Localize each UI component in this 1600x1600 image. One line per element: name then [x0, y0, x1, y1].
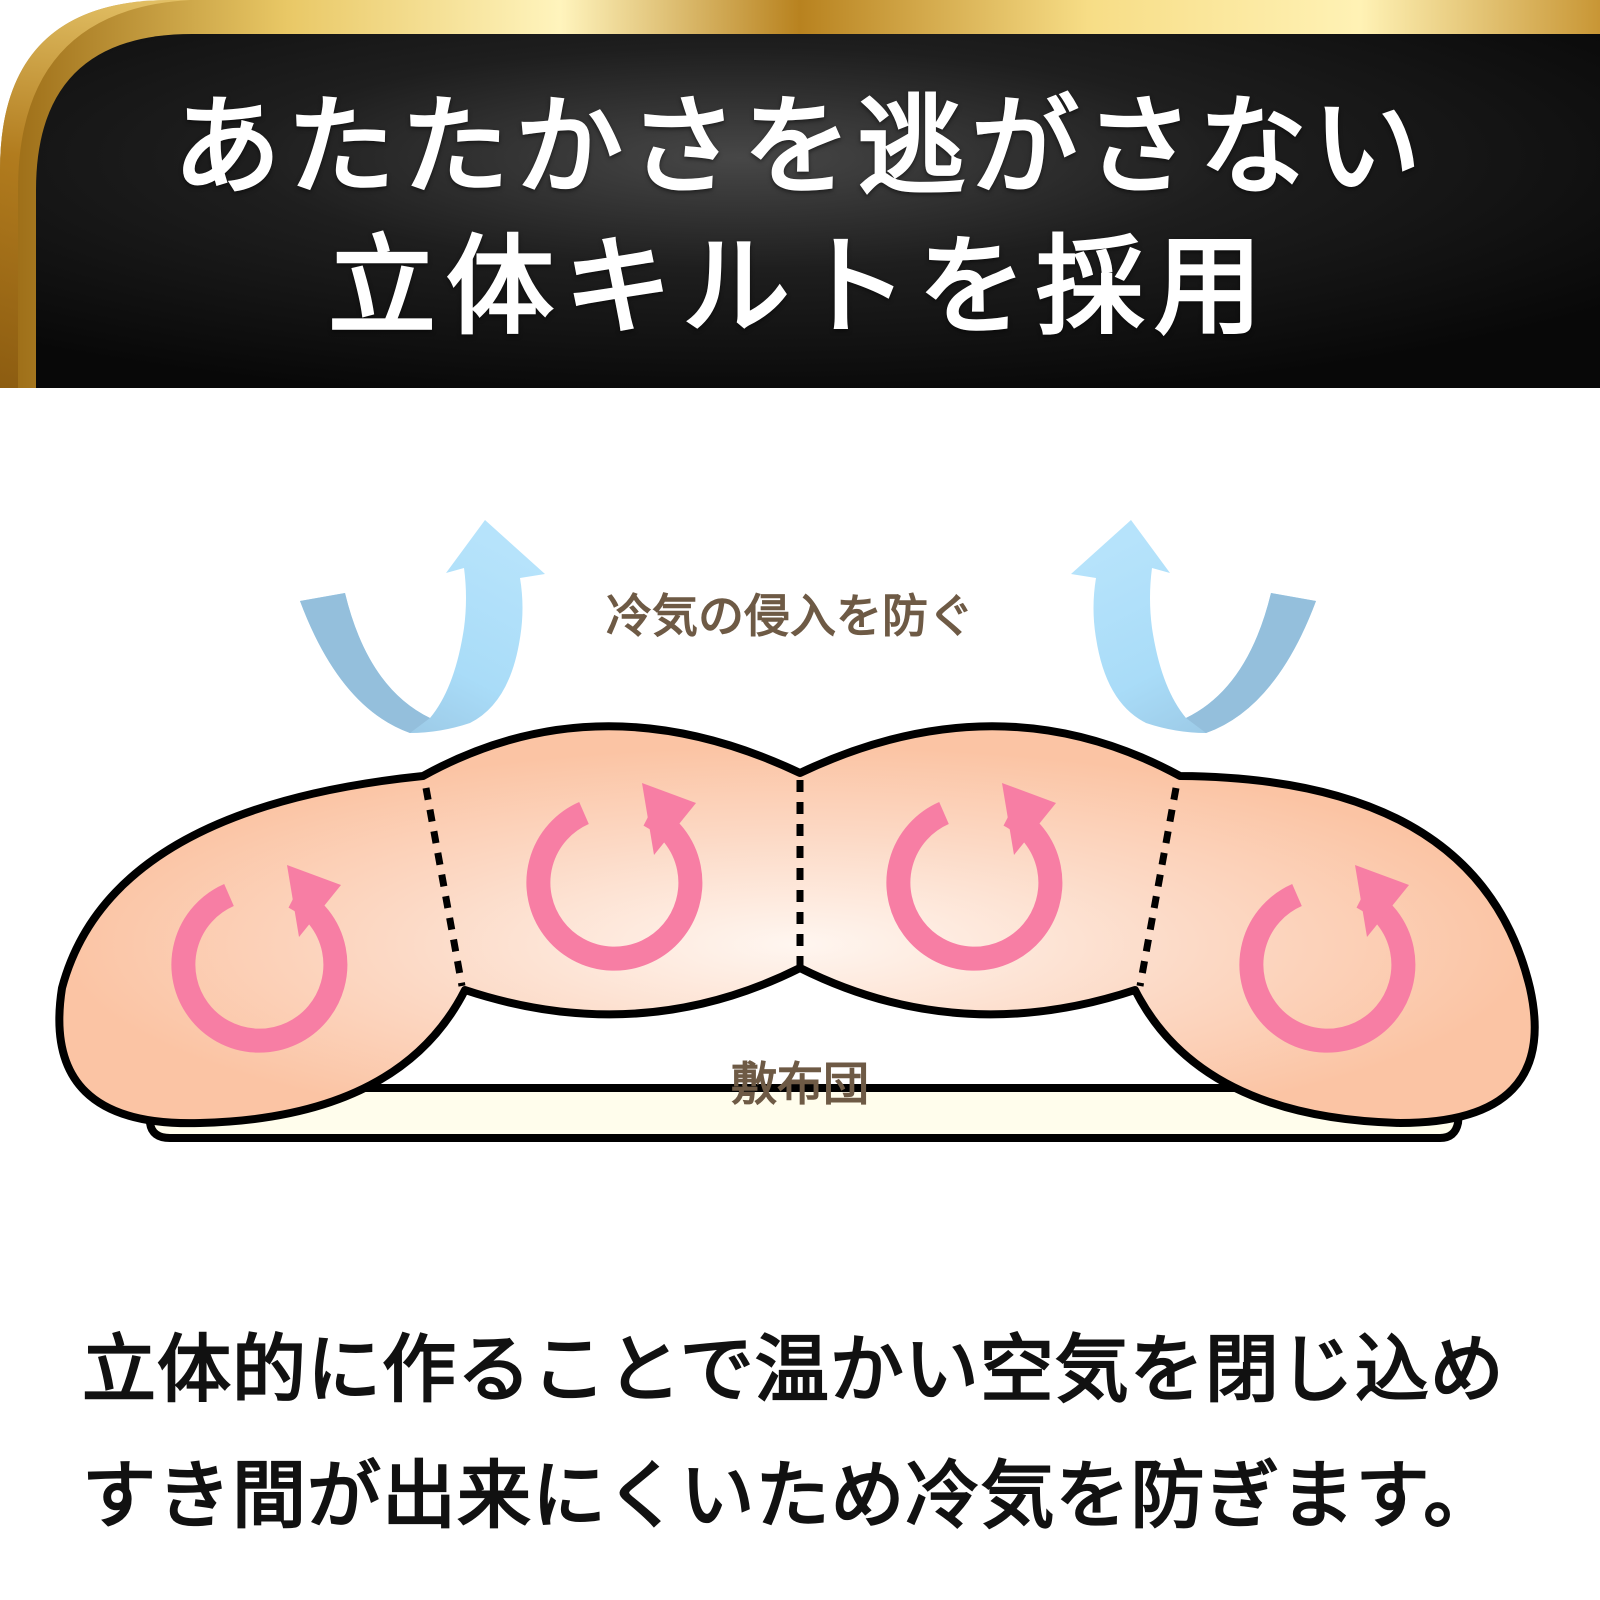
title-line-2: 立体キルトを採用 — [327, 224, 1272, 350]
cold-air-label: 冷気の侵入を防ぐ — [606, 589, 974, 643]
dark-panel — [36, 34, 1600, 388]
header-frame — [0, 0, 1600, 388]
circulation-arrow-1-icon — [171, 865, 348, 1053]
quilt-diagram-svg: 冷気の侵入を防ぐ 敷布団 — [55, 520, 1539, 1142]
cold-air-arrow-right-icon — [1071, 520, 1316, 733]
cold-air-arrow-left-icon — [300, 520, 545, 733]
circulation-arrow-4-icon — [1239, 865, 1416, 1053]
quilt-diagram: 冷気の侵入を防ぐ 敷布団 — [0, 388, 1600, 1288]
stitch-line-1 — [422, 787, 466, 987]
circulation-arrow-2-icon — [526, 783, 703, 971]
caption-line-2: すき間が出来にくいため冷気を防ぎます。 — [82, 1453, 1499, 1539]
title-line-1: あたたかさを逃がさない — [172, 84, 1427, 210]
stitch-line-3 — [1136, 787, 1180, 987]
caption-line-1: 立体的に作ることで温かい空気を閉じ込め — [82, 1327, 1505, 1413]
header-banner: あたたかさを逃がさない 立体キルトを採用 — [0, 0, 1600, 388]
quilt-body — [55, 722, 1539, 1128]
circulation-arrow-3-icon — [886, 783, 1063, 971]
mattress-label: 敷布団 — [731, 1057, 869, 1111]
